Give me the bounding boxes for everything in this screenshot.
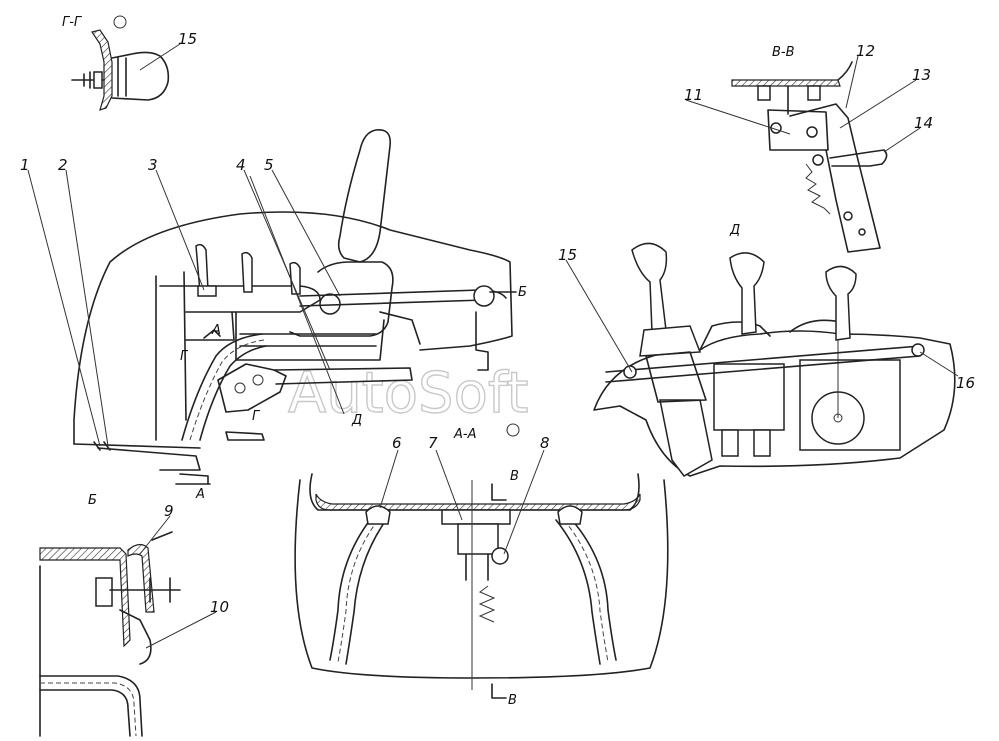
section-mark-g-2: Г bbox=[252, 409, 261, 424]
callout-10: 10 bbox=[210, 598, 229, 616]
section-mark-v: В bbox=[510, 469, 519, 484]
section-mark-v-2: В bbox=[508, 693, 517, 708]
callout-5: 5 bbox=[264, 156, 274, 174]
section-label-b: Б bbox=[88, 493, 97, 508]
callout-6: 6 bbox=[392, 434, 402, 452]
callout-12: 12 bbox=[856, 42, 875, 60]
callout-9: 9 bbox=[164, 502, 174, 520]
section-mark-a: А bbox=[211, 323, 221, 338]
callout-2: 2 bbox=[58, 156, 68, 174]
callout-1: 1 bbox=[20, 156, 30, 174]
callout-3: 3 bbox=[148, 156, 158, 174]
section-mark-b: Б bbox=[518, 285, 527, 300]
callout-8: 8 bbox=[540, 434, 550, 452]
section-label-v-v: В-В bbox=[772, 45, 795, 60]
section-mark-d: Д bbox=[351, 413, 362, 428]
view-d bbox=[565, 242, 959, 477]
view-v-v bbox=[685, 55, 921, 253]
callout-13: 13 bbox=[912, 66, 931, 84]
callout-4: 4 bbox=[236, 156, 246, 174]
section-mark-g: Г bbox=[180, 349, 189, 364]
callout-labels: 1 2 3 4 5 6 7 8 9 10 11 12 13 14 15 15 1… bbox=[20, 30, 975, 616]
callout-7: 7 bbox=[428, 434, 438, 452]
callout-14: 14 bbox=[914, 114, 933, 132]
callout-15-top: 15 bbox=[178, 30, 197, 48]
section-label-a-a: А-А bbox=[453, 427, 476, 442]
detail-b bbox=[39, 515, 217, 737]
section-label-g-g: Г-Г bbox=[62, 15, 83, 30]
section-mark-a-2: А bbox=[195, 487, 205, 502]
callout-11: 11 bbox=[684, 86, 703, 104]
view-g-g bbox=[71, 15, 181, 111]
section-a-a bbox=[294, 423, 669, 699]
watermark: AutoSoft bbox=[288, 361, 529, 426]
main-side-view bbox=[27, 129, 517, 485]
callout-15: 15 bbox=[558, 246, 577, 264]
section-labels: Г-Г В-В А-А Б Д А А Г Г Б Д В В bbox=[62, 15, 795, 708]
section-label-d: Д bbox=[729, 223, 740, 238]
callout-16: 16 bbox=[956, 374, 975, 392]
